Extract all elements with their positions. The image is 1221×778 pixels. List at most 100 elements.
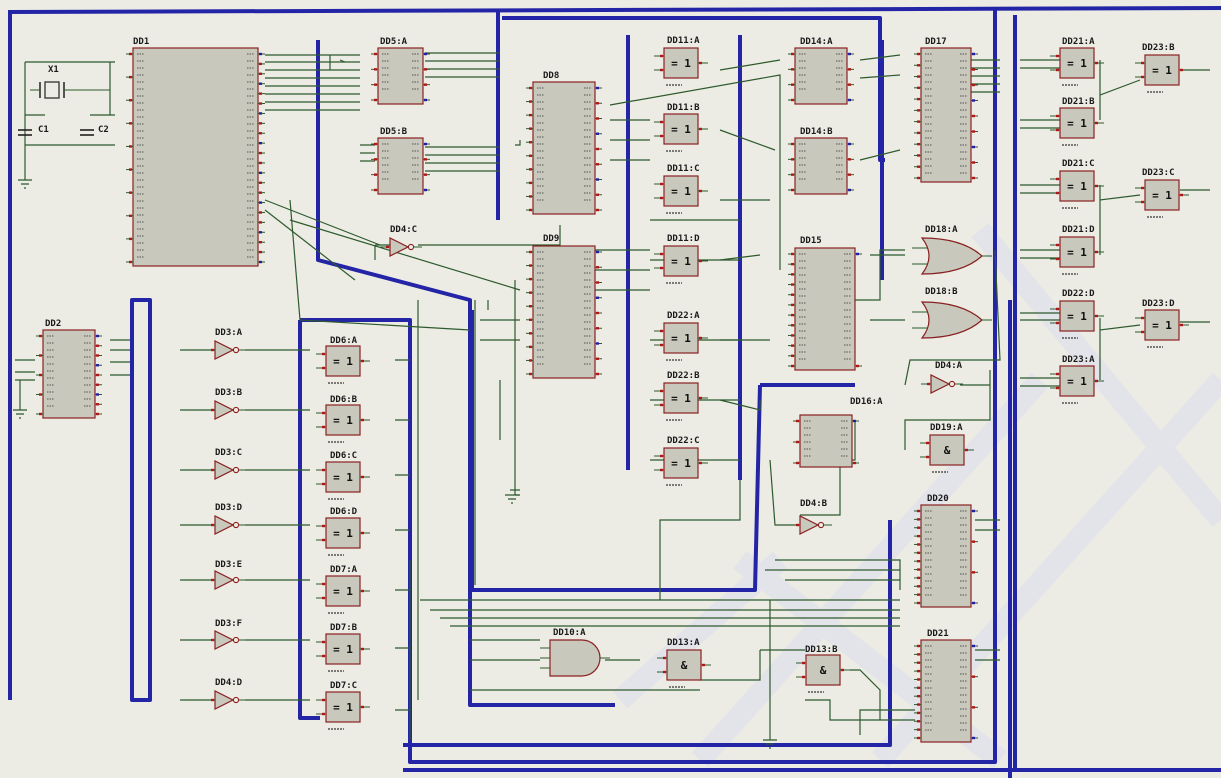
label-dd6b: DD6:B bbox=[330, 395, 358, 405]
label-dd1: DD1 bbox=[133, 37, 149, 47]
label-c2: C2 bbox=[98, 125, 109, 135]
label-dd17: DD17 bbox=[925, 37, 947, 47]
svg-text:= 1: = 1 bbox=[333, 585, 353, 598]
gate-dd23c: = 1 bbox=[1135, 179, 1189, 218]
gate-dd22b: = 1 bbox=[654, 382, 708, 421]
gate-dd7a: = 1 bbox=[316, 575, 370, 614]
label-dd14b: DD14:B bbox=[800, 127, 833, 137]
chip-dd8 bbox=[526, 81, 602, 215]
chip-dd2 bbox=[36, 329, 102, 419]
svg-text:= 1: = 1 bbox=[333, 527, 353, 540]
label-dd7b: DD7:B bbox=[330, 623, 358, 633]
gate-dd19a: & bbox=[920, 434, 974, 473]
svg-text:= 1: = 1 bbox=[1152, 64, 1172, 77]
label-dd11a: DD11:A bbox=[667, 36, 700, 46]
label-dd3f: DD3:F bbox=[215, 619, 242, 629]
gate-dd7b: = 1 bbox=[316, 633, 370, 672]
svg-text:= 1: = 1 bbox=[1067, 117, 1087, 130]
inverter-dd3c bbox=[205, 460, 247, 480]
gate-dd11c: = 1 bbox=[654, 175, 708, 214]
label-dd3b: DD3:B bbox=[215, 388, 243, 398]
gate-dd7c: = 1 bbox=[316, 691, 370, 730]
inverter-dd3b bbox=[205, 400, 247, 420]
gate-dd21b: = 1 bbox=[1050, 107, 1104, 146]
svg-text:&: & bbox=[944, 444, 951, 457]
gate-dd11d: = 1 bbox=[654, 245, 708, 284]
label-dd8: DD8 bbox=[543, 71, 559, 81]
label-dd5a: DD5:A bbox=[380, 37, 408, 47]
signal-wires bbox=[15, 52, 1210, 740]
label-dd18b: DD18:B bbox=[925, 287, 958, 297]
label-dd10a: DD10:A bbox=[553, 628, 586, 638]
label-dd11d: DD11:D bbox=[667, 234, 700, 244]
gate-dd6a: = 1 bbox=[316, 345, 370, 384]
label-dd21: DD21 bbox=[927, 629, 949, 639]
label-dd11b: DD11:B bbox=[667, 103, 700, 113]
chip-dd14b bbox=[788, 137, 854, 195]
gate-dd18b bbox=[912, 301, 992, 339]
gate-dd21c: = 1 bbox=[1050, 170, 1104, 209]
label-dd23d: DD23:D bbox=[1142, 299, 1175, 309]
chip-dd1 bbox=[126, 47, 265, 267]
label-dd15: DD15 bbox=[800, 236, 822, 246]
svg-text:= 1: = 1 bbox=[1067, 57, 1087, 70]
label-dd11c: DD11:C bbox=[667, 164, 700, 174]
label-dd3d: DD3:D bbox=[215, 503, 243, 513]
gate-dd22d: = 1 bbox=[1050, 300, 1104, 339]
svg-text:= 1: = 1 bbox=[333, 355, 353, 368]
label-dd21c: DD21:C bbox=[1062, 159, 1095, 169]
capacitor-c1 bbox=[18, 129, 32, 136]
components: = 1 = 1 = 1 = 1 = 1 = 1 = 1 = 1 = 1 = 1 = 1 = 1 = 1 =… bbox=[36, 47, 1189, 743]
chip-dd5b bbox=[371, 137, 430, 195]
label-dd6a: DD6:A bbox=[330, 336, 358, 346]
chip-dd21 bbox=[914, 639, 978, 743]
chip-dd17 bbox=[914, 47, 978, 183]
label-dd3a: DD3:A bbox=[215, 328, 243, 338]
svg-text:= 1: = 1 bbox=[671, 457, 691, 470]
part-labels: DD1 X1 C1 C2 DD2 DD3:A DD3:B DD3:C DD3:D… bbox=[38, 36, 1175, 691]
gate-dd23d: = 1 bbox=[1135, 309, 1189, 348]
svg-text:= 1: = 1 bbox=[671, 332, 691, 345]
label-dd9: DD9 bbox=[543, 234, 559, 244]
gate-dd23b: = 1 bbox=[1135, 54, 1189, 93]
chip-dd9 bbox=[526, 245, 602, 379]
svg-text:= 1: = 1 bbox=[333, 414, 353, 427]
svg-text:= 1: = 1 bbox=[1152, 319, 1172, 332]
gate-dd22a: = 1 bbox=[654, 322, 708, 361]
label-dd20: DD20 bbox=[927, 494, 949, 504]
svg-text:= 1: = 1 bbox=[1067, 180, 1087, 193]
svg-text:= 1: = 1 bbox=[671, 255, 691, 268]
inverter-dd4c bbox=[380, 237, 422, 257]
chip-dd15 bbox=[788, 247, 862, 371]
gate-dd6c: = 1 bbox=[316, 461, 370, 500]
label-dd4d: DD4:D bbox=[215, 678, 243, 688]
inverter-dd3a bbox=[205, 340, 247, 360]
label-dd7c: DD7:C bbox=[330, 681, 357, 691]
label-dd21b: DD21:B bbox=[1062, 97, 1095, 107]
gate-dd18a bbox=[912, 237, 992, 275]
label-dd23a: DD23:A bbox=[1062, 355, 1095, 365]
svg-text:= 1: = 1 bbox=[1067, 246, 1087, 259]
svg-text:= 1: = 1 bbox=[333, 643, 353, 656]
crystal-x1 bbox=[30, 81, 110, 99]
label-dd5b: DD5:B bbox=[380, 127, 408, 137]
svg-text:= 1: = 1 bbox=[333, 471, 353, 484]
gate-dd6d: = 1 bbox=[316, 517, 370, 556]
gate-dd23a: = 1 bbox=[1050, 365, 1104, 404]
svg-text:= 1: = 1 bbox=[671, 392, 691, 405]
svg-text:= 1: = 1 bbox=[1067, 375, 1087, 388]
label-dd7a: DD7:A bbox=[330, 565, 358, 575]
label-dd13b: DD13:B bbox=[805, 645, 838, 655]
chip-dd14a bbox=[788, 47, 854, 105]
label-dd3c: DD3:C bbox=[215, 448, 242, 458]
inverter-dd3f bbox=[205, 630, 247, 650]
bus-lines bbox=[7, 6, 1221, 778]
svg-text:= 1: = 1 bbox=[671, 57, 691, 70]
label-dd13a: DD13:A bbox=[667, 638, 700, 648]
chip-dd20 bbox=[914, 504, 978, 608]
gate-dd10a bbox=[540, 639, 610, 677]
label-dd14a: DD14:A bbox=[800, 37, 833, 47]
svg-text:= 1: = 1 bbox=[1067, 310, 1087, 323]
gate-dd21d: = 1 bbox=[1050, 236, 1104, 275]
